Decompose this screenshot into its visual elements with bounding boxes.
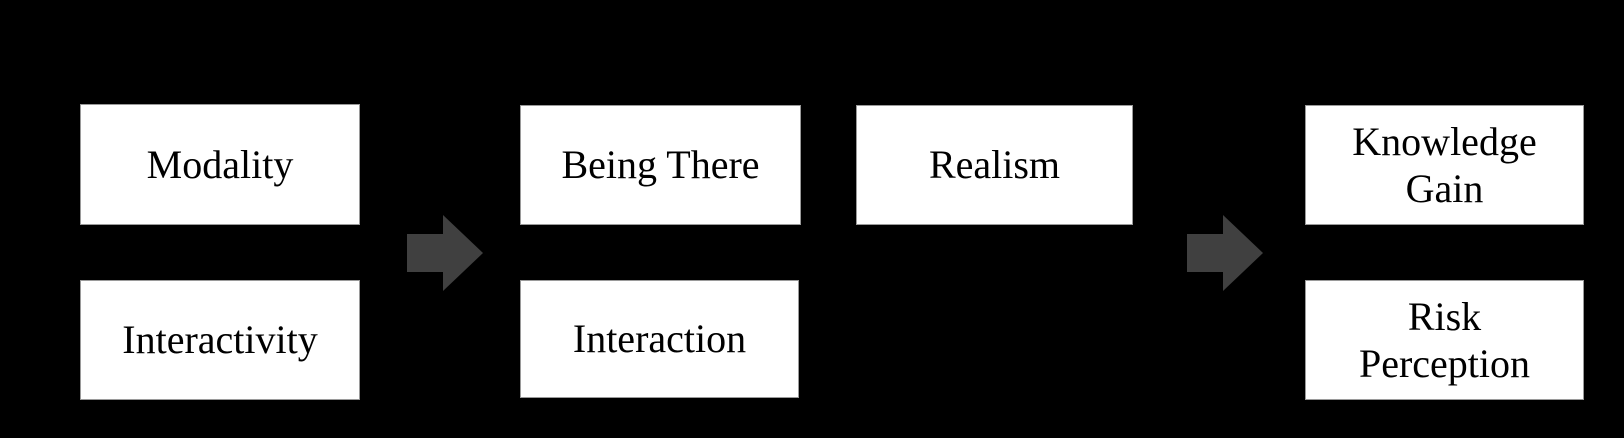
box-being-there: Being There — [520, 105, 801, 225]
right-arrow-shape — [407, 215, 483, 291]
box-interaction-label: Interaction — [572, 316, 747, 362]
box-risk-perception-label: Risk Perception — [1358, 293, 1531, 386]
right-arrow-shape — [1187, 215, 1263, 291]
box-knowledge-gain-label: Knowledge Gain — [1352, 118, 1537, 211]
box-modality: Modality — [80, 104, 360, 225]
box-realism-label: Realism — [928, 142, 1061, 188]
box-being-there-label: Being There — [561, 142, 760, 188]
right-arrow-icon — [407, 215, 483, 291]
box-knowledge-gain: Knowledge Gain — [1305, 105, 1584, 225]
box-interactivity: Interactivity — [80, 280, 360, 400]
box-interaction: Interaction — [520, 280, 799, 398]
box-realism: Realism — [856, 105, 1133, 225]
right-arrow-icon — [1187, 215, 1263, 291]
box-risk-perception: Risk Perception — [1305, 280, 1584, 400]
box-interactivity-label: Interactivity — [122, 317, 318, 363]
box-modality-label: Modality — [146, 141, 294, 187]
